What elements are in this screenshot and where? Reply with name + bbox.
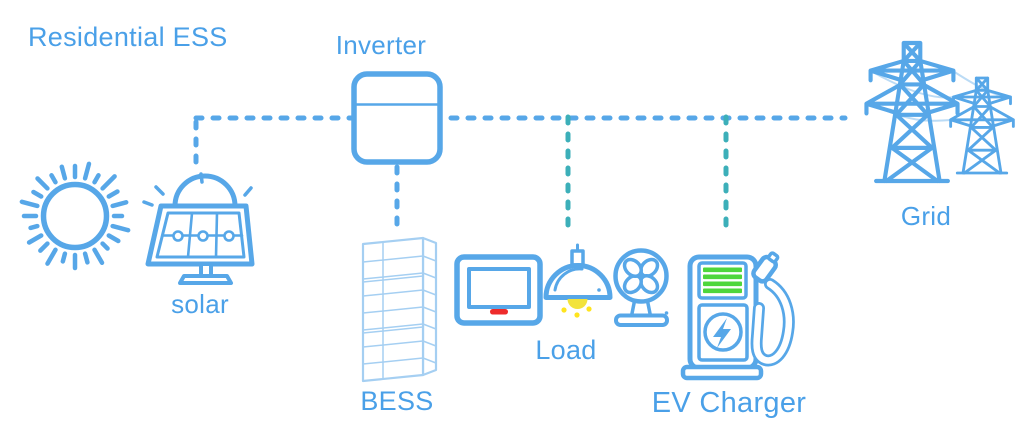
solar-panel-icon <box>142 172 255 285</box>
inverter-icon <box>351 71 443 165</box>
sun-icon <box>19 161 131 271</box>
fan-icon <box>613 248 669 327</box>
transmission-towers-icon <box>866 43 1015 181</box>
pendant-lamp-icon <box>543 243 613 318</box>
diagram-title: Residential ESS <box>28 22 228 52</box>
label-load: Load <box>535 335 597 365</box>
tv-icon <box>454 254 543 326</box>
battery-stack-icon <box>361 236 438 383</box>
label-solar: solar <box>171 289 229 319</box>
label-inverter: Inverter <box>335 30 427 60</box>
label-grid: Grid <box>900 201 952 231</box>
label-ev-charger: EV Charger <box>651 387 807 419</box>
ev-charging-station-icon <box>680 251 795 381</box>
label-bess: BESS <box>360 386 434 416</box>
